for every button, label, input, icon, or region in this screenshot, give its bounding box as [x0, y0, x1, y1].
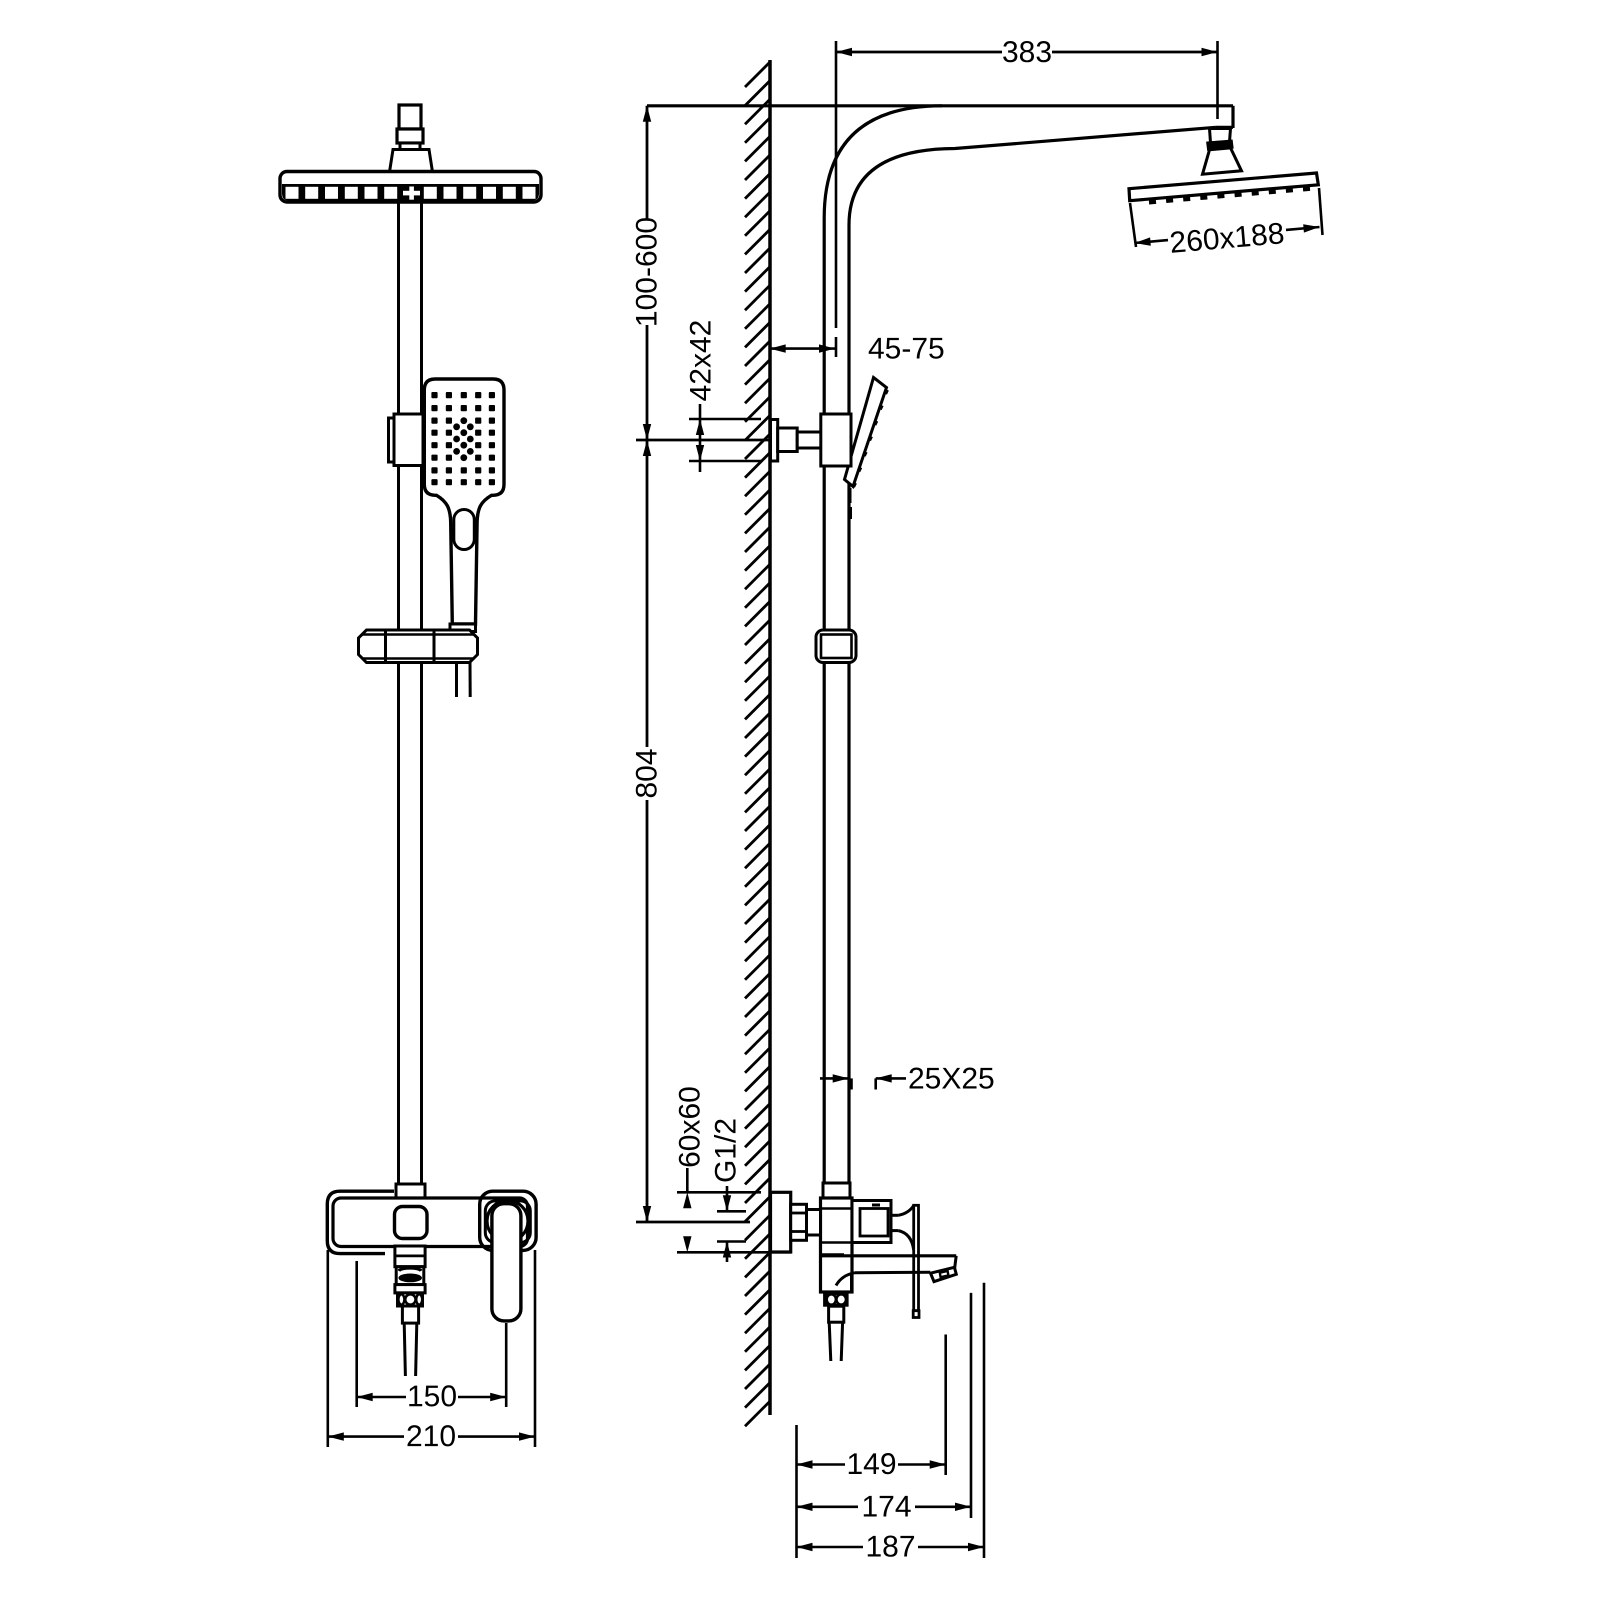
svg-text:804: 804	[631, 748, 664, 798]
svg-text:60x60: 60x60	[674, 1086, 707, 1168]
svg-text:383: 383	[1002, 36, 1052, 69]
svg-text:G1/2: G1/2	[710, 1118, 743, 1183]
svg-text:100-600: 100-600	[631, 217, 664, 327]
svg-text:42x42: 42x42	[685, 320, 718, 402]
svg-text:45-75: 45-75	[868, 333, 945, 366]
svg-text:187: 187	[865, 1530, 915, 1563]
svg-text:150: 150	[407, 1380, 457, 1413]
svg-text:210: 210	[406, 1420, 456, 1453]
svg-text:149: 149	[846, 1448, 896, 1481]
svg-text:174: 174	[861, 1490, 911, 1523]
svg-text:25X25: 25X25	[908, 1063, 995, 1096]
